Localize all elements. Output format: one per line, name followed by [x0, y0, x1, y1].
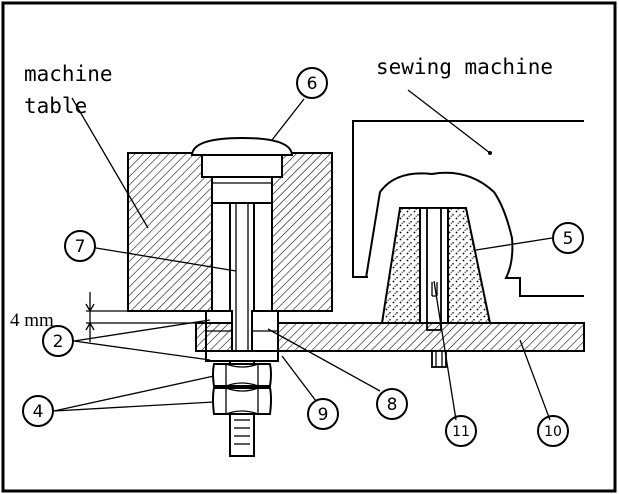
callout-9: 9 — [307, 398, 339, 430]
svg-text:11: 11 — [452, 424, 470, 440]
svg-text:10: 10 — [544, 424, 562, 440]
bolt-head — [190, 136, 294, 204]
base-plate — [195, 322, 585, 352]
bolt-thread-end — [229, 413, 255, 457]
callout-6: 6 — [296, 67, 328, 99]
svg-text:4: 4 — [33, 402, 44, 422]
leader-lines — [53, 89, 553, 421]
gap-dimension-label: 4 mm — [10, 310, 54, 331]
svg-text:8: 8 — [387, 395, 398, 415]
svg-text:9: 9 — [318, 405, 329, 425]
callout-7: 7 — [64, 230, 96, 262]
svg-text:6: 6 — [307, 74, 318, 94]
svg-text:2: 2 — [53, 332, 64, 352]
callout-4: 4 — [22, 395, 54, 427]
callout-5: 5 — [552, 222, 584, 254]
washer — [205, 350, 279, 362]
callout-10: 10 — [537, 415, 569, 447]
callout-8: 8 — [376, 388, 408, 420]
hex-nut-upper — [212, 363, 272, 387]
svg-text:5: 5 — [563, 229, 574, 249]
machine-table — [127, 152, 333, 312]
machine-table-label-line2: table — [24, 94, 87, 118]
gap-dimension-marker — [85, 292, 196, 342]
hex-nut-lower — [212, 387, 272, 415]
machine-table-label-line1: machine — [24, 62, 113, 86]
callout-2: 2 — [42, 325, 74, 357]
callout-11: 11 — [445, 415, 477, 447]
screw-tip — [431, 350, 447, 368]
sewing-machine-label: sewing machine — [376, 55, 553, 79]
svg-text:7: 7 — [75, 237, 86, 257]
